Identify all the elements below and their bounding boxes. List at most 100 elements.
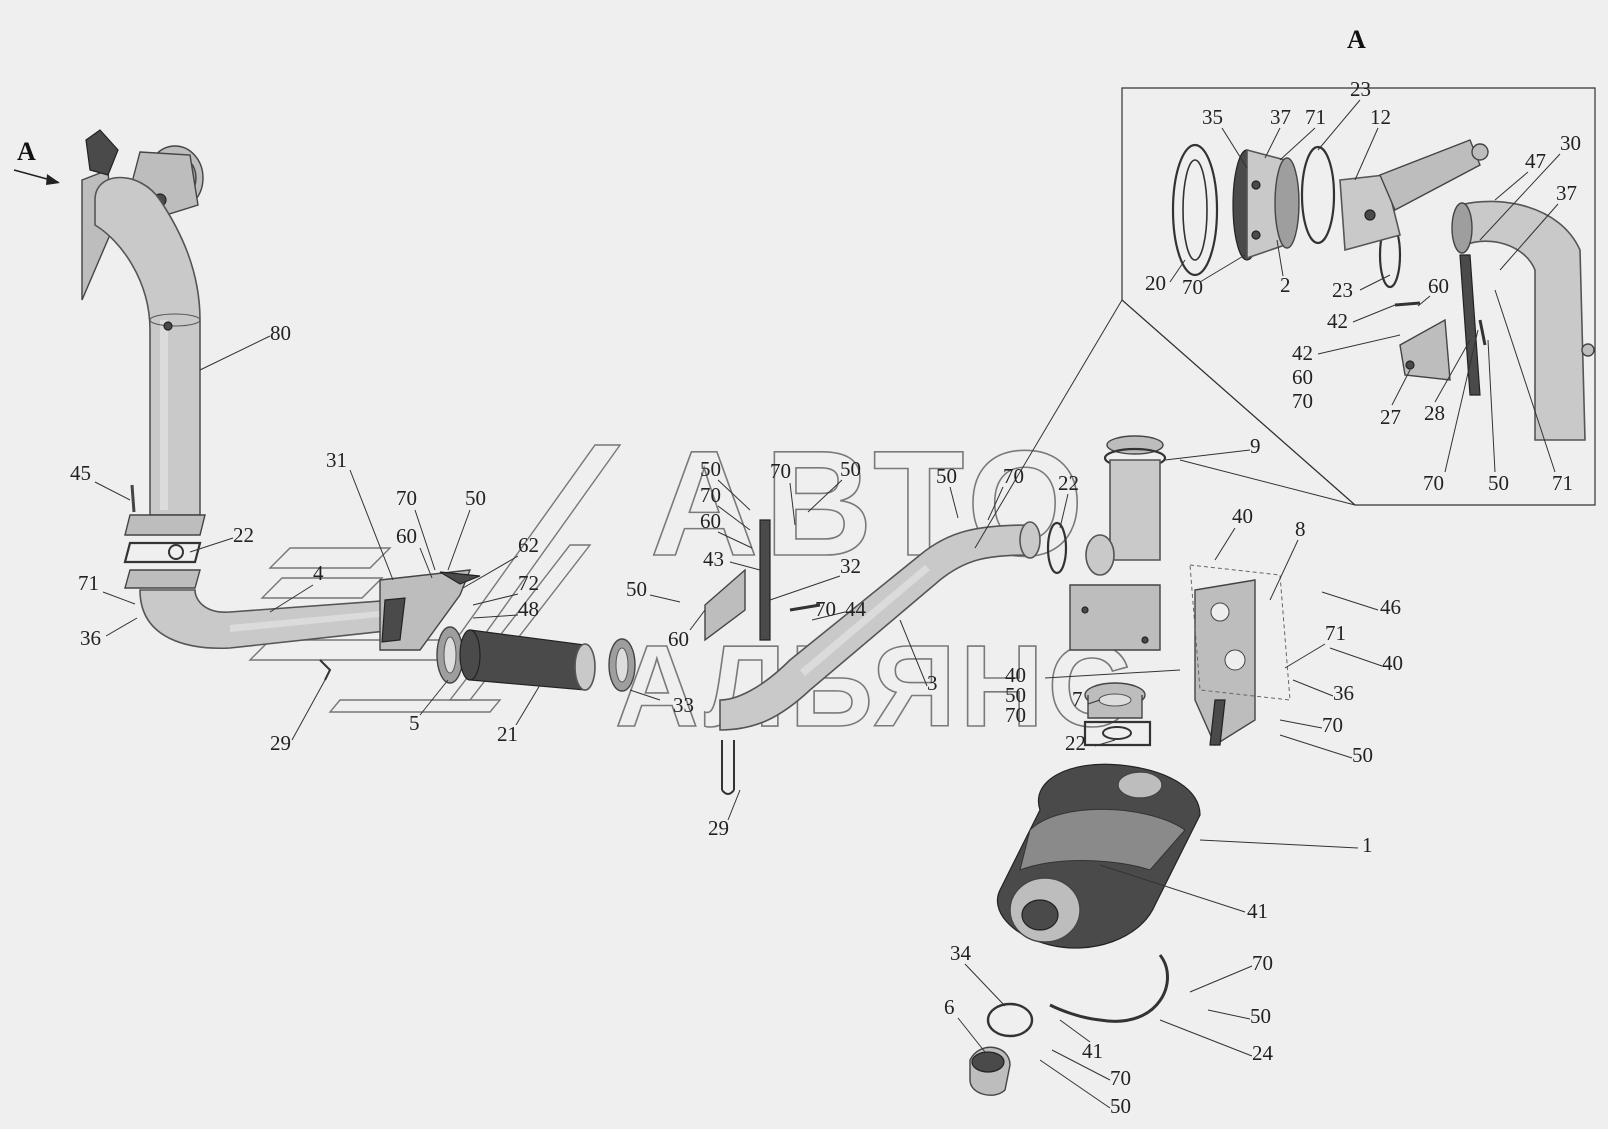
- label-7: 7: [1072, 687, 1083, 711]
- inset-label-47: 47: [1525, 149, 1546, 173]
- view-a-indicator: А: [13, 137, 60, 185]
- inset-label-70c: 70: [1423, 471, 1444, 495]
- inset-label-42a: 42: [1327, 309, 1348, 333]
- label-62: 62: [518, 533, 539, 557]
- label-40c: 40: [1005, 663, 1026, 687]
- inset-label-50: 50: [1488, 471, 1509, 495]
- pipe-3: [719, 521, 1041, 731]
- outlet-9-assembly: [1069, 435, 1167, 651]
- label-33: 33: [673, 693, 694, 717]
- label-46: 46: [1380, 595, 1401, 619]
- watermark-line1: АВТО: [650, 419, 1090, 587]
- inset-gasket-23: [1300, 145, 1336, 245]
- inset-label-30: 30: [1560, 131, 1581, 155]
- inset-label-37a: 37: [1270, 105, 1291, 129]
- inset-label-23a: 23: [1350, 77, 1371, 101]
- muffler-1: [996, 763, 1201, 949]
- watermark-line2: АЛЬЯНС: [615, 621, 1135, 751]
- label-72: 72: [518, 571, 539, 595]
- label-50f: 50: [1005, 683, 1026, 707]
- label-21: 21: [497, 722, 518, 746]
- label-48: 48: [518, 597, 539, 621]
- label-80: 80: [270, 321, 291, 345]
- inset-label-70b: 70: [1292, 389, 1313, 413]
- u-bolt-29: [721, 740, 735, 795]
- label-34: 34: [950, 941, 972, 965]
- inset-label-37b: 37: [1556, 181, 1577, 205]
- clamp-33: [608, 638, 636, 692]
- label-71b: 71: [1325, 621, 1346, 645]
- label-32: 32: [840, 554, 861, 578]
- inset-label-27: 27: [1380, 405, 1401, 429]
- inset-label-28: 28: [1424, 401, 1445, 425]
- view-a-label: А: [17, 137, 36, 166]
- label-22a: 22: [233, 523, 254, 547]
- label-60a: 60: [396, 524, 417, 548]
- inset-gasket-20: [1171, 143, 1219, 277]
- label-40a: 40: [1232, 504, 1253, 528]
- label-50b: 50: [700, 457, 721, 481]
- label-70i: 70: [1110, 1066, 1131, 1090]
- label-70a: 70: [396, 486, 417, 510]
- label-44: 44: [845, 597, 867, 621]
- label-29b: 29: [708, 816, 729, 840]
- watermark: АВТО АЛЬЯНС: [248, 418, 1135, 752]
- label-50g: 50: [1352, 743, 1373, 767]
- inset-label-60b: 60: [1292, 365, 1313, 389]
- label-45: 45: [70, 461, 91, 485]
- inset-title: А: [1347, 25, 1366, 54]
- label-36a: 36: [80, 626, 101, 650]
- gasket-22-bottom: [1083, 720, 1152, 747]
- label-50c: 50: [626, 577, 647, 601]
- label-70f: 70: [1005, 703, 1026, 727]
- label-50d: 50: [840, 457, 861, 481]
- inset-label-35: 35: [1202, 105, 1223, 129]
- bracket-32-43: [704, 519, 821, 642]
- label-22c: 22: [1065, 731, 1086, 755]
- u-bolt-29-left: [319, 659, 332, 681]
- callout-labels: 80 45 22 71 36 31 4 70 50 60 62 72 48 29…: [70, 321, 1403, 1118]
- label-50h: 50: [1250, 1004, 1271, 1028]
- ring-34: [986, 1002, 1034, 1038]
- label-9: 9: [1250, 434, 1261, 458]
- label-70e: 70: [1003, 464, 1024, 488]
- flange-left: [123, 484, 206, 589]
- pipe-80: [94, 176, 201, 516]
- clamp-5: [436, 626, 464, 684]
- inset-bracket-12: [1339, 139, 1489, 252]
- bracket-31: [379, 569, 481, 651]
- inset-flange-2: [1232, 148, 1300, 261]
- tail-pipe-6: [969, 1046, 1011, 1096]
- gasket-22-mid: [1046, 521, 1068, 575]
- label-31: 31: [326, 448, 347, 472]
- clamp-24: [1049, 954, 1169, 1023]
- label-1: 1: [1362, 833, 1373, 857]
- inset-label-12: 12: [1370, 105, 1391, 129]
- inset-elbow-30: [1451, 200, 1595, 441]
- label-50i: 50: [1110, 1094, 1131, 1118]
- label-8: 8: [1295, 517, 1306, 541]
- inset-bracket-27: [1394, 254, 1487, 396]
- label-41b: 41: [1082, 1039, 1103, 1063]
- label-4: 4: [313, 561, 324, 585]
- label-43: 43: [703, 547, 724, 571]
- inset-label-42b: 42: [1292, 341, 1313, 365]
- inset-label-71b: 71: [1552, 471, 1573, 495]
- label-70c: 70: [770, 459, 791, 483]
- inset-label-2: 2: [1280, 273, 1291, 297]
- label-70d: 70: [815, 597, 836, 621]
- flange-7: [1084, 682, 1146, 719]
- label-40b: 40: [1382, 651, 1403, 675]
- label-3: 3: [927, 671, 938, 695]
- inset-label-20: 20: [1145, 271, 1166, 295]
- label-29a: 29: [270, 731, 291, 755]
- label-70g: 70: [1322, 713, 1343, 737]
- label-41a: 41: [1247, 899, 1268, 923]
- bracket-8: [1189, 564, 1291, 747]
- inset-label-60a: 60: [1428, 274, 1449, 298]
- inset-label-23b: 23: [1332, 278, 1353, 302]
- label-50a: 50: [465, 486, 486, 510]
- label-70h: 70: [1252, 951, 1273, 975]
- inset-label-71a: 71: [1305, 105, 1326, 129]
- label-5: 5: [409, 711, 420, 735]
